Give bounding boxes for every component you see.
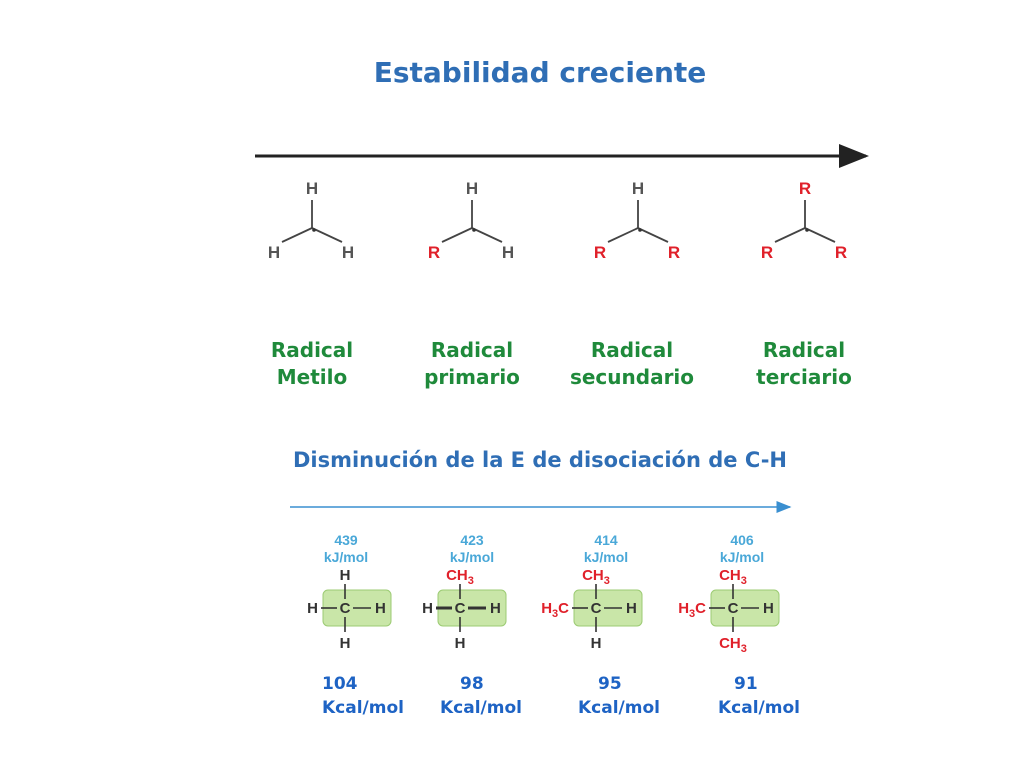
atom-label: CH3 [719, 567, 747, 587]
atom-top: H [306, 179, 318, 198]
radical-dot [805, 228, 809, 232]
radical-dot [312, 228, 316, 232]
radical-terciario-structure: R R R [761, 179, 847, 262]
atom-label: CH3 [719, 635, 747, 655]
atom-left: R [594, 243, 606, 262]
atom-label: C [340, 600, 351, 617]
atom-label: C [728, 600, 739, 617]
atom-label: H [455, 635, 466, 652]
radical-primario-structure: H R H [428, 179, 514, 262]
atom-top: H [466, 179, 478, 198]
atom-right: R [668, 243, 680, 262]
radical-structures: H H H H R H H R R R R R [268, 179, 847, 262]
atom-label: C [455, 600, 466, 617]
atom-left: R [428, 243, 440, 262]
atom-label: H3C [678, 600, 706, 620]
atom-right: R [835, 243, 847, 262]
atom-label: H [340, 635, 351, 652]
atom-label: H [375, 600, 386, 617]
radical-dot [472, 228, 476, 232]
atom-label: H3C [541, 600, 569, 620]
dissociation-title: Disminución de la E de disociación de C-… [292, 448, 788, 472]
atom-top: R [799, 179, 811, 198]
atom-label: H [591, 635, 602, 652]
atom-label: H [340, 567, 351, 584]
radical-secundario-structure: H R R [594, 179, 680, 262]
atom-label: CH3 [582, 567, 610, 587]
atom-label: H [422, 600, 433, 617]
radical-metilo-structure: H H H [268, 179, 354, 262]
atom-label: C [591, 600, 602, 617]
radical-dot [638, 228, 642, 232]
atom-label: CH3 [446, 567, 474, 587]
atom-left: H [268, 243, 280, 262]
atom-right: H [502, 243, 514, 262]
atom-label: H [490, 600, 501, 617]
page-title: Estabilidad creciente [373, 56, 707, 89]
atom-label: H [763, 600, 774, 617]
atom-right: H [342, 243, 354, 262]
atom-label: H [307, 600, 318, 617]
atom-top: H [632, 179, 644, 198]
atom-label: H [626, 600, 637, 617]
atom-left: R [761, 243, 773, 262]
